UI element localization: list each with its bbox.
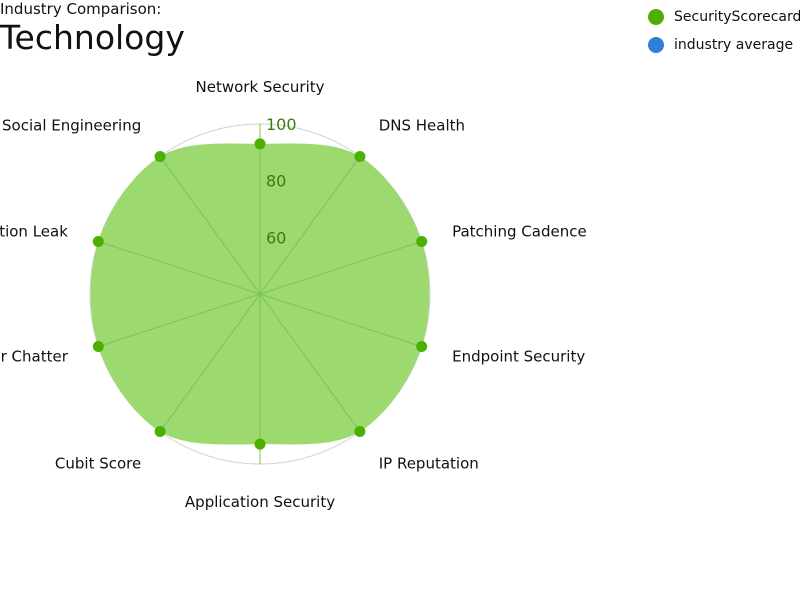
tick-label: 100 (266, 115, 297, 134)
legend-label: SecurityScorecard (674, 9, 800, 25)
radar-spokes (98, 124, 422, 464)
spoke-line (98, 240, 261, 295)
tick-label: 60 (266, 228, 286, 247)
legend-marker-green-icon (648, 9, 664, 25)
axis-label-dns-health: DNS Health (379, 117, 465, 135)
data-point-cubit-score[interactable] (154, 426, 166, 438)
data-point-social-engineering[interactable] (154, 150, 166, 162)
chart-title: Technology (0, 18, 185, 57)
spoke-line (98, 293, 261, 348)
axis-label-information-leak: Information Leak (0, 223, 68, 241)
axis-label-ip-reputation: IP Reputation (379, 454, 479, 472)
data-points (92, 138, 428, 450)
data-point-information-leak[interactable] (92, 235, 104, 247)
data-point-network-security[interactable] (254, 138, 266, 150)
spoke-line (259, 156, 361, 295)
legend-label: industry average (674, 37, 794, 53)
data-point-application-security[interactable] (254, 438, 266, 450)
spoke-line (259, 240, 422, 295)
spoke-line (259, 293, 422, 348)
axis-label-endpoint-security: Endpoint Security (452, 347, 585, 365)
legend-marker-blue-icon (648, 37, 664, 53)
spoke-line (159, 293, 261, 432)
data-point-endpoint-security[interactable] (416, 341, 428, 353)
spoke-line (259, 293, 361, 432)
chart-subtitle: Industry Comparison: (0, 0, 162, 18)
legend-item-securityscorecard[interactable]: SecurityScorecard (648, 8, 800, 26)
legend-item-industry-average[interactable]: industry average (648, 36, 800, 54)
axis-label-social-engineering: Social Engineering (2, 117, 141, 135)
axis-label-network-security: Network Security (196, 78, 325, 96)
data-point-hacker-chatter[interactable] (92, 341, 104, 353)
axis-label-cubit-score: Cubit Score (55, 454, 141, 472)
data-point-dns-health[interactable] (354, 150, 366, 162)
axis-label-application-security: Application Security (185, 493, 335, 511)
data-point-ip-reputation[interactable] (354, 426, 366, 438)
axis-label-patching-cadence: Patching Cadence (452, 223, 587, 241)
axis-label-hacker-chatter: Hacker Chatter (0, 347, 69, 365)
data-point-patching-cadence[interactable] (416, 235, 428, 247)
radial-tick-labels: 60 80 100 (266, 115, 297, 247)
tick-label: 80 (266, 172, 286, 191)
spoke-line (159, 156, 261, 295)
legend: SecurityScorecard industry average (648, 8, 800, 64)
